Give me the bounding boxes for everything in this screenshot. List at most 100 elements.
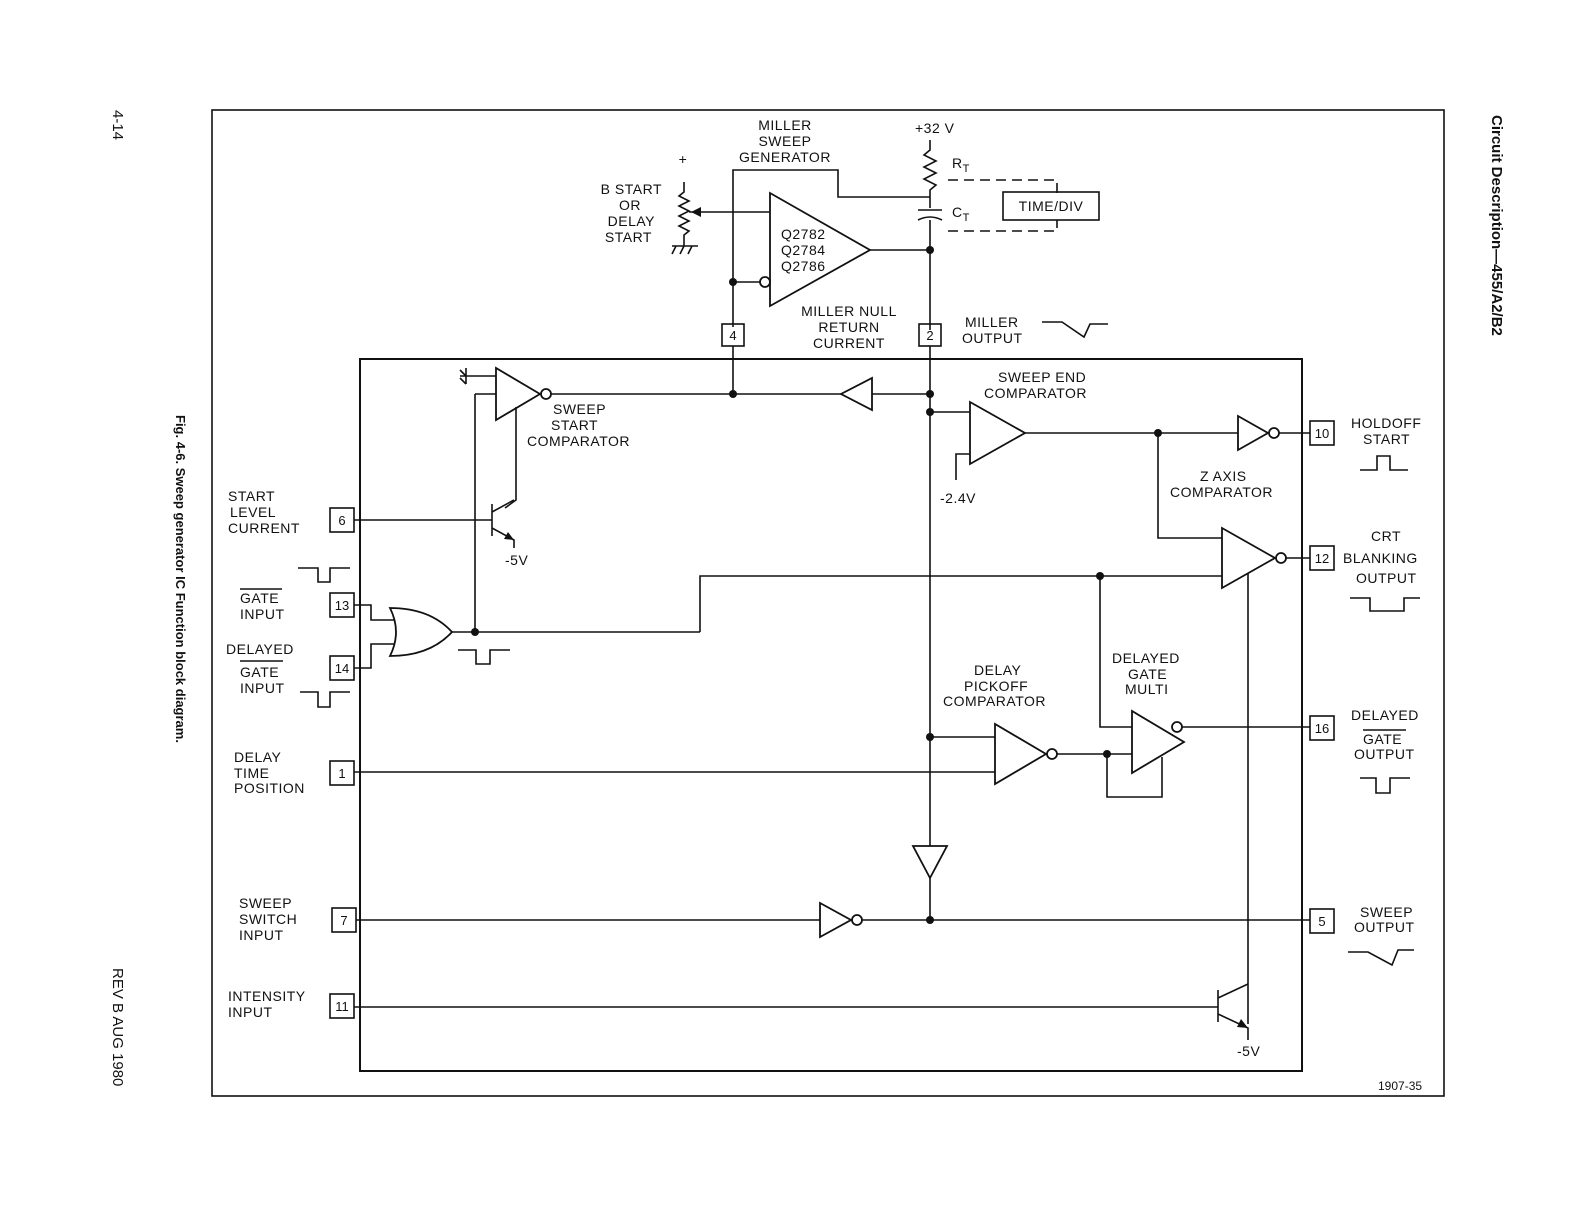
delayed-gate-out-label-3: OUTPUT bbox=[1354, 746, 1415, 762]
sweep-end-comparator bbox=[969, 400, 1027, 466]
delay-pickoff-label-2: PICKOFF bbox=[964, 678, 1028, 694]
delayed-gate-label-2: GATE bbox=[240, 664, 279, 680]
delay-pickoff-label-1: DELAY bbox=[974, 662, 1022, 678]
sweep-switch-buffer bbox=[819, 901, 853, 939]
holdoff-label-2: START bbox=[1363, 431, 1410, 447]
b-start-pot bbox=[677, 182, 691, 246]
inverting-bubble bbox=[851, 914, 863, 926]
figure-frame bbox=[211, 109, 1445, 1097]
sweep-output-buffer bbox=[911, 845, 949, 880]
neg5v-label-2: -5V bbox=[1237, 1043, 1260, 1059]
delay-pickoff-label-3: COMPARATOR bbox=[943, 693, 1046, 709]
delay-time-label-1: DELAY bbox=[234, 749, 282, 765]
pot-wiper-arrow bbox=[691, 207, 701, 217]
ct-label: CT bbox=[952, 204, 970, 224]
junction-dot bbox=[926, 408, 934, 416]
delayed-multi-label-3: MULTI bbox=[1125, 681, 1168, 697]
rt-label: RT bbox=[952, 155, 970, 175]
miller-sweep-label-2: SWEEP bbox=[758, 133, 811, 149]
pin-16-box bbox=[1309, 715, 1335, 741]
time-div-label: TIME/DIV bbox=[1019, 198, 1084, 214]
delayed-gate-out-label-2: GATE bbox=[1363, 731, 1402, 747]
delayed-gate-label-3: INPUT bbox=[240, 680, 285, 696]
inverting-bubble bbox=[540, 388, 552, 400]
z-axis-label-2: COMPARATOR bbox=[1170, 484, 1273, 500]
pin-6-label: 6 bbox=[338, 513, 345, 528]
intensity-label-2: INPUT bbox=[228, 1004, 273, 1020]
miller-sweep-label-1: MILLER bbox=[758, 117, 812, 133]
or-gate bbox=[388, 607, 454, 657]
miller-output-label-1: MILLER bbox=[965, 314, 1019, 330]
sweep-output-waveform bbox=[1348, 949, 1414, 967]
multi-feedback bbox=[1106, 754, 1163, 798]
inverting-bubble bbox=[1171, 721, 1183, 733]
pin-7-label: 7 bbox=[340, 913, 347, 928]
delayed-gate-out-waveform bbox=[1360, 777, 1410, 794]
sweep-switch-label-3: INPUT bbox=[239, 927, 284, 943]
or-output-waveform bbox=[458, 649, 510, 665]
zaxis-input-a bbox=[1157, 433, 1222, 539]
delayed-gate-label-1: DELAYED bbox=[226, 641, 294, 657]
transistor-ce bbox=[491, 499, 515, 548]
b-start-label-1: B START bbox=[601, 181, 662, 197]
sweep-switch-label-2: SWITCH bbox=[239, 911, 297, 927]
pin-1-box bbox=[329, 760, 355, 786]
transistor-q2786: Q2786 bbox=[781, 258, 826, 274]
junction-dot bbox=[729, 390, 737, 398]
ground-symbol bbox=[459, 368, 496, 385]
time-div-box bbox=[1002, 191, 1100, 221]
miller-null-label-2: RETURN bbox=[818, 319, 879, 335]
sweep-switch-label-1: SWEEP bbox=[239, 895, 292, 911]
pin-12-label: 12 bbox=[1315, 551, 1329, 566]
delayed-gate-waveform bbox=[300, 691, 350, 708]
pin-4-label: 4 bbox=[729, 328, 736, 343]
sweep-start-label-3: COMPARATOR bbox=[527, 433, 630, 449]
sweep-output-label-2: OUTPUT bbox=[1354, 919, 1415, 935]
pin-2-label: 2 bbox=[926, 328, 933, 343]
emitter-arrow bbox=[1237, 1019, 1248, 1028]
plus-symbol: + bbox=[679, 151, 688, 167]
emitter-arrow bbox=[504, 532, 514, 540]
figure-caption: Fig. 4-6. Sweep generator IC Function bl… bbox=[173, 415, 188, 743]
delayed-multi-label-1: DELAYED bbox=[1112, 650, 1180, 666]
time-div-link-bottom bbox=[948, 220, 1058, 232]
sweep-start-comparator bbox=[495, 366, 542, 422]
gate-to-zaxis-wire bbox=[699, 575, 1222, 632]
sweep-end-ref bbox=[955, 453, 970, 480]
pin-10-label: 10 bbox=[1315, 426, 1329, 441]
miller-feedback-wire bbox=[732, 169, 930, 327]
delay-time-label-3: POSITION bbox=[234, 780, 305, 796]
start-level-label-2: LEVEL bbox=[230, 504, 276, 520]
rt-resistor bbox=[922, 140, 938, 208]
pin-13-label: 13 bbox=[335, 598, 349, 613]
junction-dot bbox=[926, 733, 934, 741]
holdoff-waveform bbox=[1360, 455, 1408, 471]
start-level-label-1: START bbox=[228, 488, 275, 504]
intensity-transistor-ce bbox=[1217, 983, 1249, 1040]
pin-14-label: 14 bbox=[335, 661, 349, 676]
b-start-label-4: START bbox=[605, 229, 652, 245]
pin-5-label: 5 bbox=[1318, 914, 1325, 929]
gate-input-label-1: GATE bbox=[240, 590, 279, 606]
inverting-bubble bbox=[1268, 427, 1280, 439]
junction-dot bbox=[926, 390, 934, 398]
pin-11-box bbox=[329, 993, 355, 1019]
revision-label: REV B AUG 1980 bbox=[109, 968, 126, 1086]
crt-waveform bbox=[1350, 597, 1420, 612]
crt-label-3: OUTPUT bbox=[1356, 570, 1417, 586]
pin-11-label: 11 bbox=[335, 999, 349, 1014]
ct-plate-bottom bbox=[917, 216, 943, 221]
miller-null-label-3: CURRENT bbox=[813, 335, 885, 351]
supply-label: +32 V bbox=[915, 120, 955, 136]
delayed-gate-multi bbox=[1131, 709, 1186, 775]
holdoff-label-1: HOLDOFF bbox=[1351, 415, 1421, 431]
miller-sweep-label-3: GENERATOR bbox=[739, 149, 831, 165]
sweep-start-label-1: SWEEP bbox=[553, 401, 606, 417]
delay-pickoff-comparator bbox=[994, 722, 1048, 786]
pin-16-label: 16 bbox=[1315, 721, 1329, 736]
pin-1-label: 1 bbox=[338, 766, 345, 781]
intensity-label-1: INTENSITY bbox=[228, 988, 306, 1004]
or-input-b bbox=[354, 643, 398, 669]
pin-10-box bbox=[1309, 420, 1335, 446]
sweep-end-label-1: SWEEP END bbox=[998, 369, 1086, 385]
